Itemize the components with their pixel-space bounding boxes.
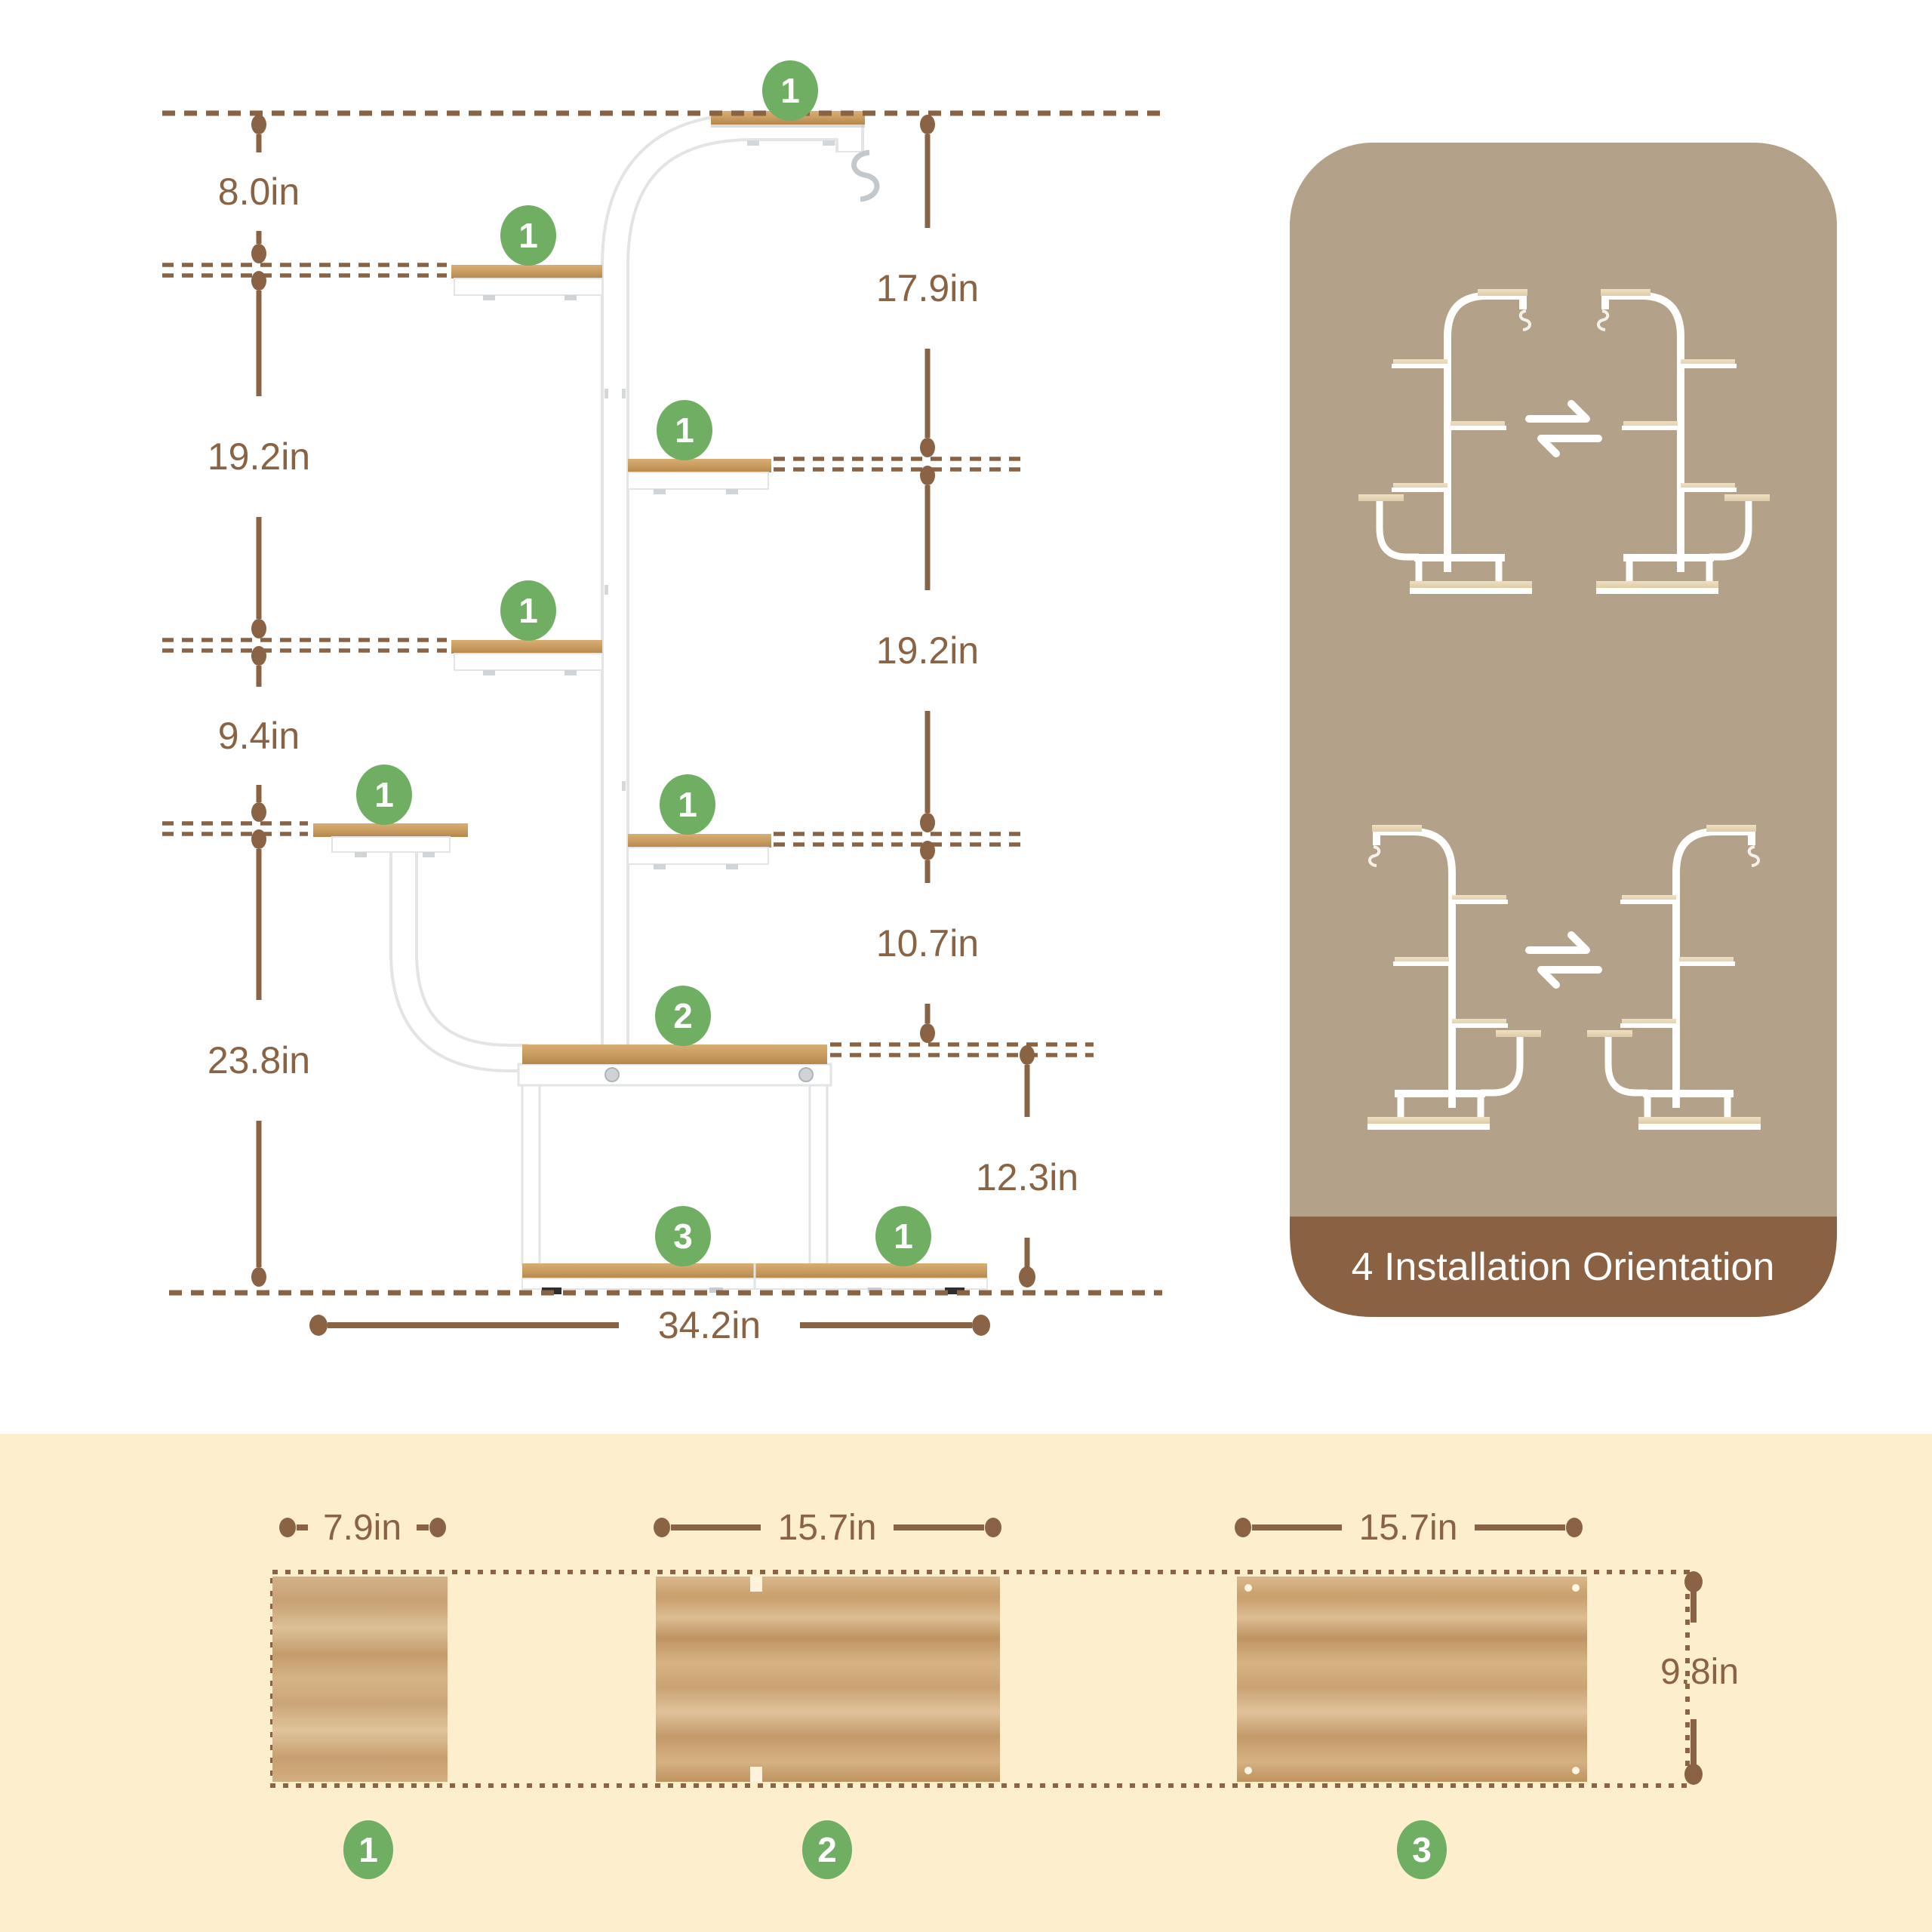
left-leg (521, 1084, 541, 1266)
dim-label-7-9in: 7.9in (323, 1508, 401, 1548)
badge-shelf-left-middle: 1 (500, 580, 556, 641)
dashed-reference-lines (162, 110, 1166, 1296)
foot (945, 1287, 964, 1294)
dashed-line-platform (830, 1042, 1094, 1057)
wood-panel-1 (272, 1577, 448, 1782)
badge-top-shelf: 1 (762, 60, 818, 121)
stand-pole (604, 115, 861, 1051)
panel-width-dimensions: 7.9in 15.7in 15.7in (279, 1508, 1583, 1548)
platform-frame (517, 1063, 832, 1087)
shelf-right-upper (627, 459, 771, 494)
svg-text:1: 1 (374, 775, 394, 814)
dim-label-34-2in: 34.2in (658, 1304, 761, 1346)
dashed-outline-rect (270, 1570, 1690, 1788)
stand-pole-outline (601, 112, 864, 1051)
pole-joint-mark (605, 389, 608, 398)
screw-hole (1244, 1584, 1252, 1592)
wood-panel-3 (1237, 1577, 1587, 1782)
orientation-panel: 4 Installation Orientation (1290, 143, 1837, 1317)
screw-hole (1572, 1767, 1580, 1774)
right-leg (808, 1084, 829, 1266)
panel-2-notch-bottom (750, 1767, 762, 1782)
badge-shelf-arm: 1 (356, 764, 412, 825)
dashed-line-shelf-right-lower (774, 832, 1026, 847)
shelf-right-lower (627, 834, 771, 869)
stand-curved-arm (392, 835, 528, 1069)
panel-dimension-diagram: 7.9in 15.7in 15.7in 9.8in 1 2 3 (270, 1508, 1739, 1879)
dim-label-8in: 8.0in (218, 171, 300, 213)
svg-text:3: 3 (1412, 1830, 1432, 1869)
badge-shelf-left-upper: 1 (500, 205, 556, 266)
svg-text:3: 3 (673, 1217, 693, 1256)
plant-stand-illustration (313, 111, 988, 1294)
dim-label-23-8in: 23.8in (208, 1039, 310, 1081)
wood-panel-2 (656, 1577, 1000, 1782)
screw-hole (1244, 1767, 1252, 1774)
orientation-caption: 4 Installation Orientation (1352, 1245, 1775, 1289)
badge-panel-2: 2 (802, 1820, 852, 1879)
right-dimension-chain: 17.9in 19.2in 10.7in (876, 115, 979, 1043)
main-dimension-diagram: 8.0in 19.2in 9.4in 23.8in 17.9in 19.2in … (162, 60, 1837, 1346)
panel-badges: 1 2 3 (343, 1820, 1447, 1879)
orientation-panel-background (1290, 143, 1837, 1317)
svg-text:1: 1 (675, 411, 694, 450)
svg-text:2: 2 (817, 1830, 837, 1869)
s-hook-icon (851, 149, 880, 202)
shelf-left-middle (451, 640, 603, 675)
badge-base: 3 (655, 1206, 711, 1266)
width-dimension: 34.2in (309, 1304, 990, 1346)
dashed-line-shelf-left-middle (162, 638, 447, 653)
dashed-line-shelf-left-upper (162, 263, 447, 278)
dim-label-19-2in-right: 19.2in (876, 629, 979, 672)
shelf-curved-arm (313, 823, 468, 857)
badge-shelf-right-lower: 1 (660, 774, 715, 835)
badge-platform: 2 (655, 986, 711, 1046)
svg-text:1: 1 (518, 216, 538, 255)
svg-text:1: 1 (894, 1217, 913, 1256)
dashed-line-shelf-right-upper (774, 457, 1026, 472)
dim-label-12-3in: 12.3in (976, 1156, 1078, 1198)
badge-panel-3: 3 (1397, 1820, 1447, 1879)
shelf-left-upper (451, 265, 603, 300)
base-height-dimension: 12.3in (976, 1045, 1078, 1287)
pole-joint-mark (622, 781, 626, 791)
dim-label-15-7in-a: 15.7in (778, 1508, 877, 1548)
dim-label-9-8in: 9.8in (1660, 1652, 1739, 1692)
panel-height-dimension: 9.8in (1660, 1571, 1739, 1785)
dim-label-19-2in-left: 19.2in (208, 435, 310, 478)
dim-label-15-7in-b: 15.7in (1359, 1508, 1458, 1548)
badge-base-right-shelf: 1 (875, 1206, 931, 1266)
svg-text:2: 2 (673, 996, 693, 1035)
svg-text:1: 1 (780, 71, 800, 110)
badge-shelf-right-upper: 1 (657, 400, 712, 460)
orientation-caption-bar (1290, 1217, 1837, 1317)
panel-dimension-band: 7.9in 15.7in 15.7in 9.8in 1 2 3 (0, 1434, 1932, 1932)
bolt-icon (798, 1067, 814, 1082)
pole-joint-mark (605, 585, 608, 595)
screw-hole (1572, 1584, 1580, 1592)
platform-shelf-wood (522, 1044, 827, 1064)
svg-text:1: 1 (358, 1830, 378, 1869)
dashed-line-shelf-arm (162, 821, 308, 836)
dim-label-9-4in: 9.4in (218, 715, 300, 757)
dim-label-10-7in: 10.7in (876, 922, 979, 964)
badge-panel-1: 1 (343, 1820, 393, 1879)
bolt-icon (605, 1067, 620, 1082)
dim-label-17-9in: 17.9in (876, 267, 979, 309)
panel-2-notch-top (750, 1577, 762, 1592)
pole-joint-mark (622, 389, 626, 398)
left-dimension-chain: 8.0in 19.2in 9.4in 23.8in (208, 115, 310, 1287)
svg-text:1: 1 (518, 591, 538, 630)
part-badges: 1 1 1 1 1 1 2 3 (356, 60, 931, 1266)
svg-text:1: 1 (678, 785, 697, 824)
